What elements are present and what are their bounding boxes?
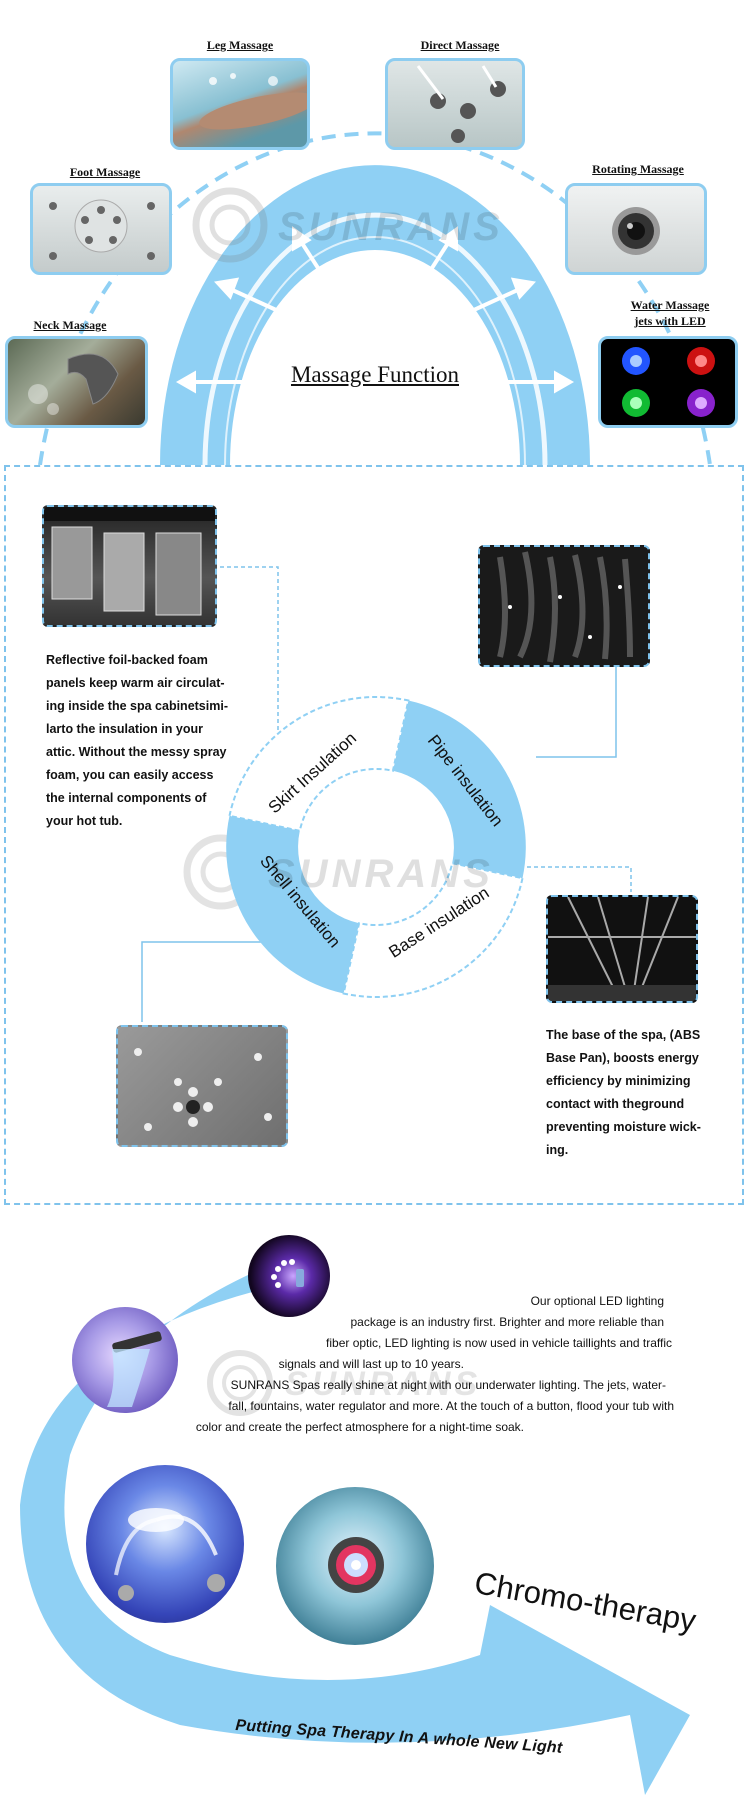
photo-water-massage-led (598, 336, 738, 428)
photo-neck-massage (5, 336, 148, 428)
segment-base-insulation (342, 862, 524, 998)
chromo-paragraph: Our optional LED lighting package is an … (195, 1294, 674, 1434)
massage-ring (160, 165, 590, 465)
photo-pipe-insulation (478, 545, 650, 667)
base-insulation-text: The base of the spa, (ABS Base Pan), boo… (546, 1028, 701, 1157)
photo-rotating-massage (565, 183, 707, 275)
label-water-massage: Water Massage (630, 298, 710, 312)
label-foot-massage: Foot Massage (69, 165, 141, 179)
photo-fountain-jets (86, 1465, 244, 1623)
massage-dashed-arc (38, 131, 712, 465)
label-water-massage-led: jets with LED (634, 314, 706, 328)
watermark-text-1: SUNRANS (278, 205, 504, 249)
label-direct-massage: Direct Massage (420, 38, 500, 52)
massage-arrows (175, 226, 575, 394)
photo-skirt-insulation (42, 505, 217, 627)
segment-pipe-insulation (392, 700, 526, 879)
label-rotating-massage: Rotating Massage (592, 162, 684, 176)
massage-ring-graphic (38, 131, 712, 465)
insulation-diagram: Skirt Insulation Pipe insulation Shell i… (141, 566, 632, 1022)
chromo-section: SUNRANS Our optional LED lighting packag… (0, 1205, 750, 1807)
skirt-insulation-text: Reflective foil-backed foam panels keep … (46, 653, 228, 828)
photo-led-jet (276, 1487, 434, 1645)
segment-shell-insulation (226, 815, 360, 994)
photo-direct-massage (385, 58, 525, 150)
massage-section: SUNRANS Massage Function Leg Massage Dir… (0, 0, 750, 465)
watermark-logo-1 (192, 187, 268, 263)
label-leg-massage: Leg Massage (206, 38, 274, 52)
photo-waterfall (72, 1307, 178, 1413)
label-neck-massage: Neck Massage (33, 318, 107, 332)
photo-base-insulation (546, 895, 698, 1003)
photo-shell-insulation (116, 1025, 288, 1147)
chromo-arrow (20, 1250, 690, 1795)
photo-led-ring (248, 1235, 330, 1317)
watermark-text-2: SUNRANS (268, 852, 494, 896)
insulation-section: Skirt Insulation Pipe insulation Shell i… (4, 465, 744, 1205)
watermark-text-3: SUNRANS (285, 1365, 482, 1403)
photo-foot-massage (30, 183, 172, 275)
massage-title: Massage Function (290, 362, 459, 387)
connector-lines (141, 566, 632, 1022)
segment-skirt-insulation (228, 696, 410, 832)
photo-leg-massage (170, 58, 310, 150)
